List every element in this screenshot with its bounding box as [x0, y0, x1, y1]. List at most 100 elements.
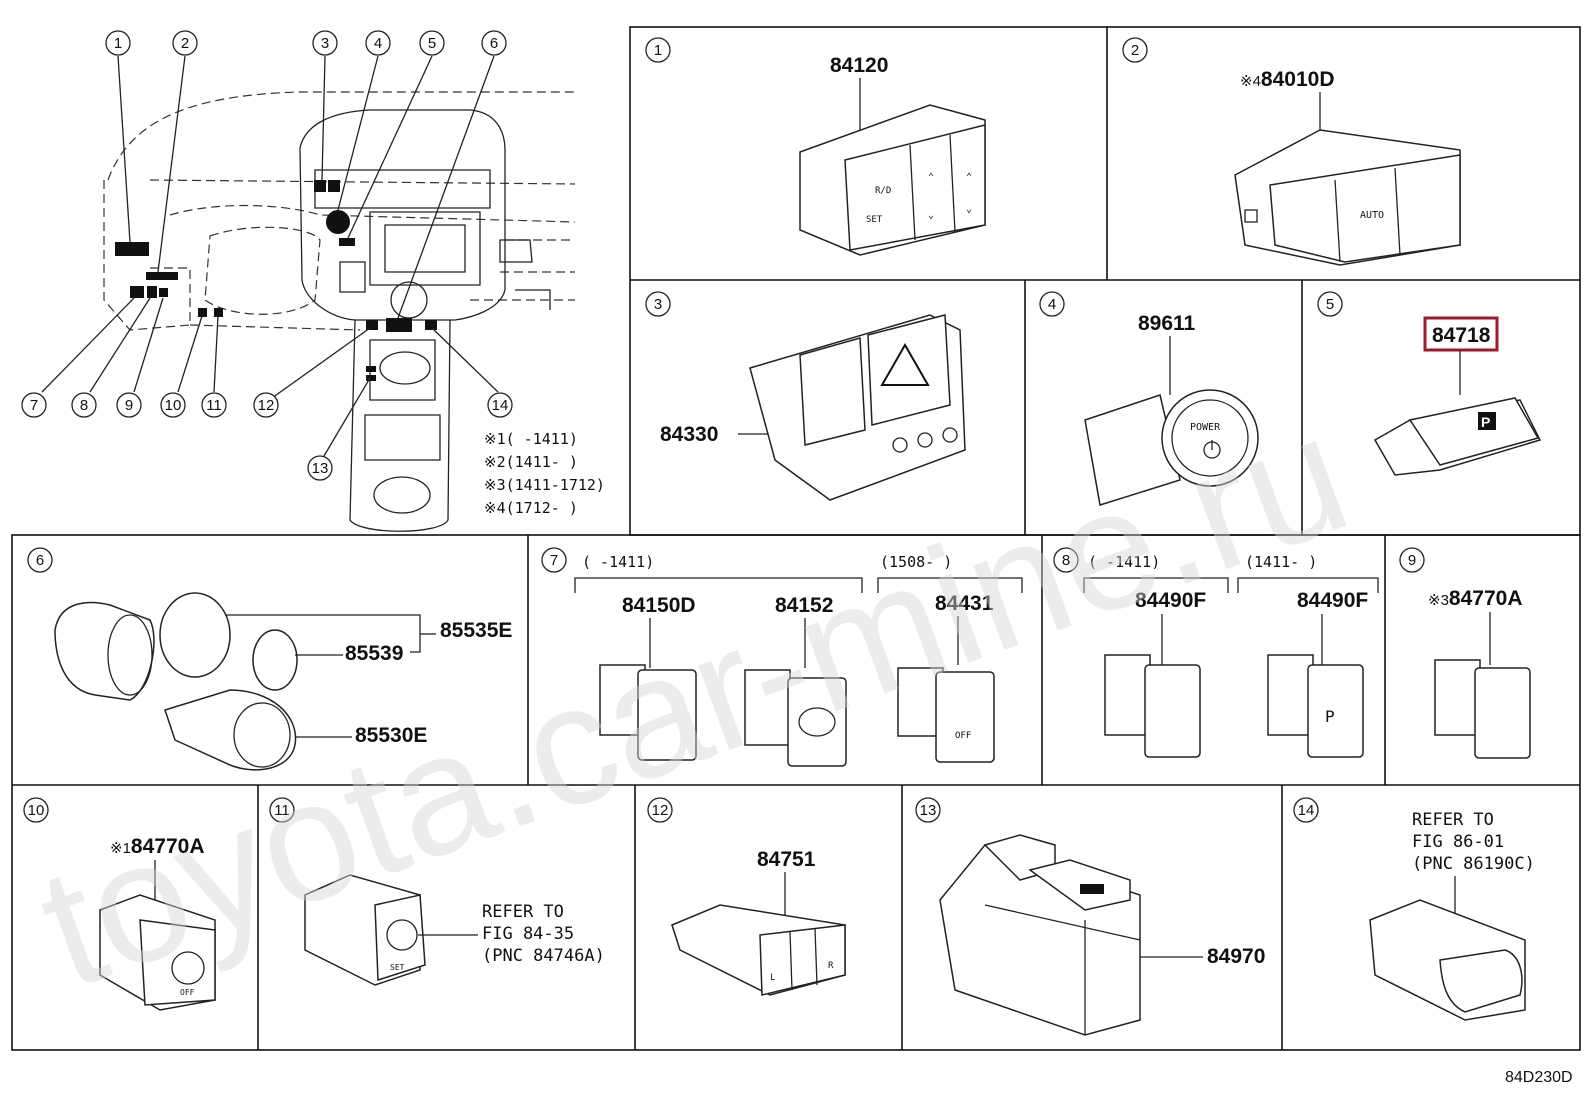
svg-text:8: 8 — [80, 397, 88, 414]
svg-text:(1508- ): (1508- ) — [880, 553, 952, 571]
part-number-84970[interactable]: 84970 — [1207, 945, 1265, 968]
panel-number-14: 14 — [1293, 797, 1319, 823]
svg-text:13: 13 — [312, 460, 329, 477]
callout-6[interactable]: 6 — [481, 30, 507, 56]
svg-text:OFF: OFF — [180, 988, 195, 997]
panel-6: 85535E 85539 85530E — [54, 592, 512, 771]
part-number-84718[interactable]: 84718 — [1432, 324, 1491, 347]
part-number-84152[interactable]: 84152 — [775, 594, 833, 617]
svg-text:7: 7 — [30, 397, 38, 414]
svg-text:12: 12 — [652, 802, 669, 819]
part-number-84120[interactable]: 84120 — [830, 54, 888, 77]
svg-text:5: 5 — [428, 35, 436, 52]
svg-text:SET: SET — [866, 215, 883, 225]
panel-14: REFER TO FIG 86-01 (PNC 86190C) — [1369, 810, 1535, 1021]
panel-number-11: 11 — [269, 797, 295, 823]
callout-9[interactable]: 9 — [116, 392, 142, 418]
callout-10[interactable]: 10 — [160, 392, 186, 418]
panel-number-13: 13 — [915, 797, 941, 823]
callout-8[interactable]: 8 — [71, 392, 97, 418]
applicability-notes: ※1( -1411) ※2(1411- ) ※3(1411-1712) ※4(1… — [484, 430, 605, 517]
svg-text:14: 14 — [1298, 802, 1315, 819]
callout-5[interactable]: 5 — [419, 30, 445, 56]
callout-4[interactable]: 4 — [365, 30, 391, 56]
svg-text:P: P — [1325, 707, 1335, 726]
part-number-85535E[interactable]: 85535E — [440, 619, 512, 642]
callout-12[interactable]: 12 — [253, 392, 279, 418]
part-number-89611[interactable]: 89611 — [1138, 312, 1196, 335]
callout-14[interactable]: 14 — [487, 392, 513, 418]
svg-text:11: 11 — [274, 802, 290, 819]
callout-13[interactable]: 13 — [307, 455, 333, 481]
svg-text:6: 6 — [490, 35, 498, 52]
part-number-84490F-1[interactable]: 84490F — [1135, 589, 1206, 612]
callout-2[interactable]: 2 — [172, 30, 198, 56]
svg-text:(1411- ): (1411- ) — [1245, 553, 1317, 571]
panel-number-9: 9 — [1399, 547, 1425, 573]
panel-number-1: 1 — [645, 37, 671, 63]
callout-1[interactable]: 1 — [105, 30, 131, 56]
svg-text:10: 10 — [28, 802, 45, 819]
svg-text:6: 6 — [36, 552, 44, 569]
part-number-84330[interactable]: 84330 — [660, 423, 718, 446]
svg-text:FIG 86-01: FIG 86-01 — [1412, 832, 1504, 852]
refer-note-84746A[interactable]: REFER TO FIG 84-35 (PNC 84746A) — [482, 902, 605, 966]
refer-note-86190C[interactable]: REFER TO FIG 86-01 (PNC 86190C) — [1412, 810, 1535, 874]
panel-7: ( -1411) (1508- ) 84150D 84152 84431 OFF — [574, 553, 1023, 767]
svg-text:3: 3 — [321, 35, 329, 52]
panel-1: 84120 R/D SET ⌃ ⌄ ⌃ ⌄ — [799, 54, 986, 256]
svg-text:4: 4 — [1048, 296, 1056, 313]
callout-7[interactable]: 7 — [21, 392, 47, 418]
panel-2: ※484010D AUTO — [1234, 68, 1461, 266]
part-number-84431[interactable]: 84431 — [935, 592, 994, 615]
part-number-84490F-2[interactable]: 84490F — [1297, 589, 1368, 612]
callout-3[interactable]: 3 — [312, 30, 338, 56]
note-3: ※3(1411-1712) — [484, 476, 605, 494]
panel-number-8: 8 — [1053, 547, 1079, 573]
svg-text:1: 1 — [114, 35, 122, 52]
svg-text:2: 2 — [1131, 42, 1139, 59]
panel-number-12: 12 — [647, 797, 673, 823]
part-number-84010D[interactable]: ※484010D — [1240, 68, 1334, 91]
svg-text:5: 5 — [1326, 296, 1334, 313]
svg-text:L: L — [770, 973, 775, 983]
part-number-84770A-9[interactable]: ※384770A — [1428, 587, 1522, 610]
panel-number-10: 10 — [23, 797, 49, 823]
svg-text:2: 2 — [181, 35, 189, 52]
svg-text:12: 12 — [258, 397, 275, 414]
svg-text:REFER TO: REFER TO — [482, 902, 564, 922]
svg-text:1: 1 — [654, 42, 662, 59]
svg-text:8: 8 — [1062, 552, 1070, 569]
panel-3: 84330 — [660, 314, 966, 501]
svg-text:⌃: ⌃ — [928, 172, 934, 183]
part-number-84150D[interactable]: 84150D — [622, 594, 696, 617]
svg-text:3: 3 — [654, 296, 662, 313]
callout-11[interactable]: 11 — [201, 392, 227, 418]
svg-text:(PNC 86190C): (PNC 86190C) — [1412, 854, 1535, 874]
part-number-84770A-10[interactable]: ※184770A — [110, 835, 204, 858]
panel-13: 84970 — [939, 834, 1265, 1036]
panel-numbers: 1 2 3 4 5 6 7 8 9 10 11 12 13 14 — [23, 37, 1425, 823]
panel-4: 89611 POWER — [1084, 312, 1259, 506]
svg-text:AUTO: AUTO — [1360, 210, 1384, 221]
part-number-85539[interactable]: 85539 — [345, 642, 403, 665]
panel-5: 84718 P — [1373, 316, 1542, 476]
svg-text:⌃: ⌃ — [966, 172, 972, 183]
panel-number-4: 4 — [1039, 291, 1065, 317]
panel-number-3: 3 — [645, 291, 671, 317]
panel-number-5: 5 — [1317, 291, 1343, 317]
highlighted-part-box — [1423, 316, 1499, 352]
note-4: ※4(1712- ) — [484, 499, 578, 517]
svg-text:R/D: R/D — [875, 186, 891, 196]
svg-text:POWER: POWER — [1190, 422, 1221, 433]
svg-text:( -1411): ( -1411) — [582, 553, 654, 571]
svg-text:R: R — [828, 961, 834, 971]
panel-number-7: 7 — [541, 547, 567, 573]
part-number-84751[interactable]: 84751 — [757, 848, 816, 871]
part-number-85530E[interactable]: 85530E — [355, 724, 427, 747]
svg-text:11: 11 — [206, 397, 222, 414]
svg-text:(PNC 84746A): (PNC 84746A) — [482, 946, 605, 966]
